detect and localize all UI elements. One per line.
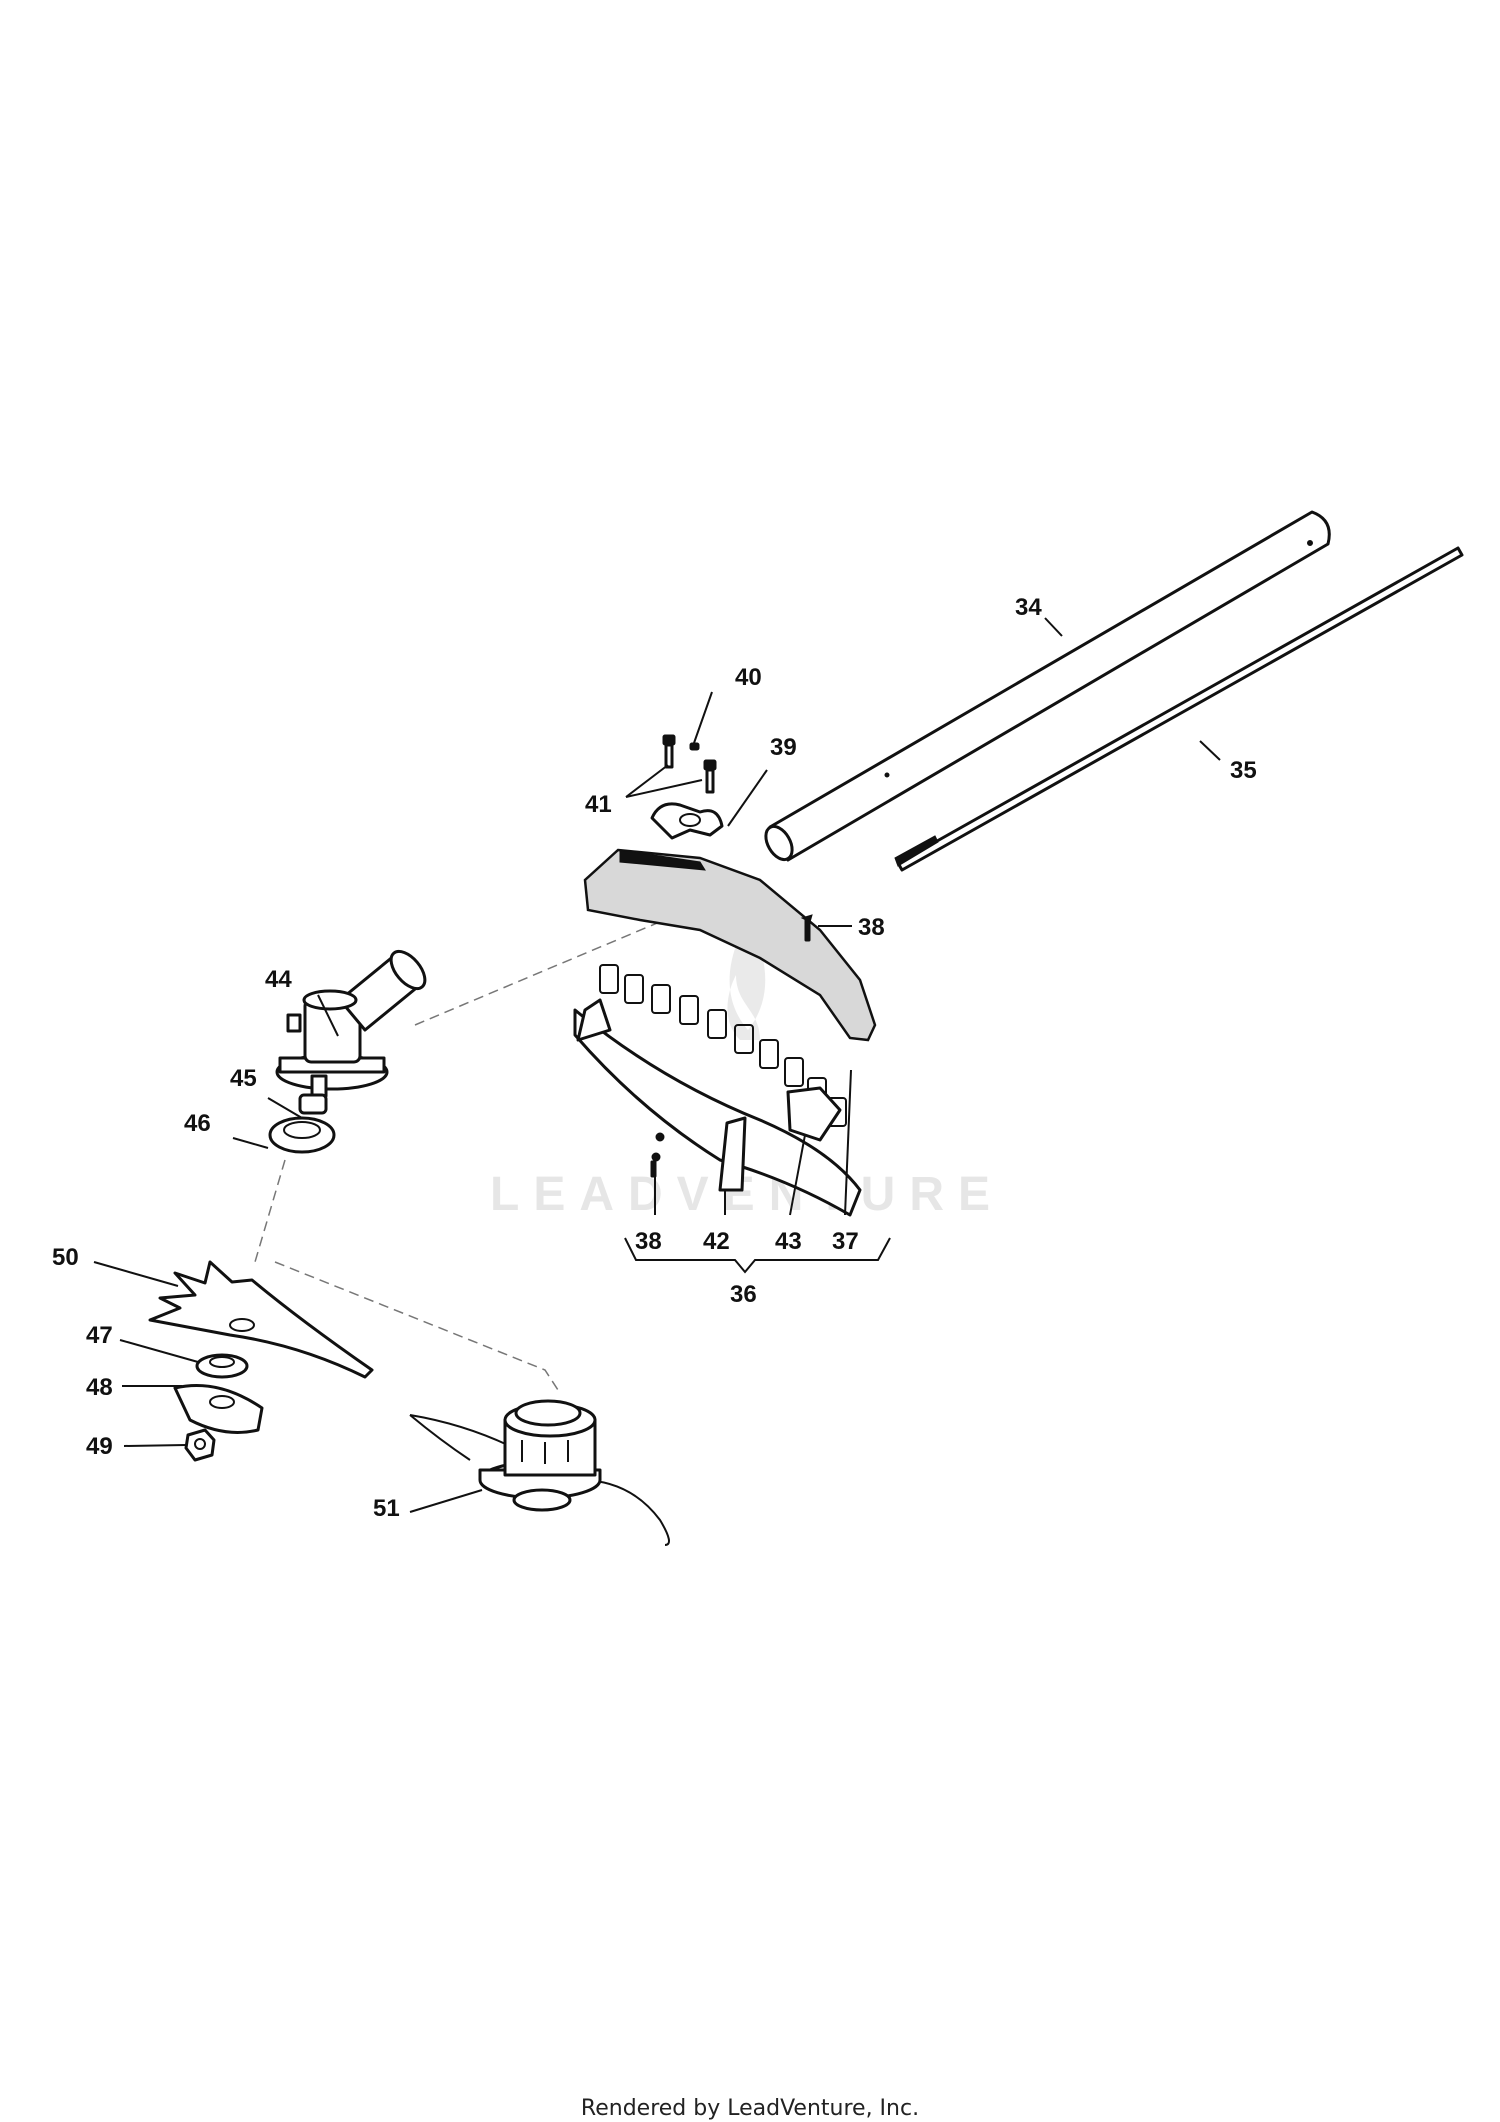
callout-37: 37	[832, 1228, 859, 1255]
part-34-shaft-tube[interactable]	[760, 510, 1331, 864]
leader-lines	[93, 617, 1221, 1513]
footer-credit: Rendered by LeadVenture, Inc.	[580, 2096, 920, 2121]
callout-41: 41	[585, 791, 612, 818]
callout-42: 42	[703, 1228, 730, 1255]
callout-38-upper: 38	[858, 914, 885, 941]
part-35-drive-cable[interactable]	[894, 546, 1464, 872]
part-51-trimmer-head[interactable]	[409, 1399, 670, 1546]
part-46-washer[interactable]	[268, 1116, 336, 1154]
callout-49: 49	[86, 1433, 113, 1460]
watermark: LEADVENTURE	[490, 920, 1004, 1221]
part-45-bushing[interactable]	[298, 1093, 328, 1115]
callout-48: 48	[86, 1374, 113, 1401]
callout-51: 51	[373, 1495, 400, 1522]
callout-34: 34	[1015, 594, 1042, 621]
part-44-gear-head[interactable]	[275, 945, 431, 1098]
callout-43: 43	[775, 1228, 802, 1255]
part-39-clamp[interactable]	[650, 802, 724, 840]
part-40-41-screws[interactable]	[662, 734, 717, 794]
part-42-guard-plate[interactable]	[718, 1116, 747, 1192]
part-47-adaptor[interactable]	[195, 1353, 249, 1379]
watermark-text: LEADVENTURE	[490, 1168, 1004, 1221]
part-49-nut[interactable]	[184, 1428, 216, 1462]
callout-46: 46	[184, 1110, 211, 1137]
callout-38-lower: 38	[635, 1228, 662, 1255]
callout-44: 44	[265, 966, 292, 993]
part-48-cup-washer[interactable]	[173, 1384, 264, 1434]
callout-40: 40	[735, 664, 762, 691]
callout-39: 39	[770, 734, 797, 761]
part-37-guard[interactable]	[573, 848, 877, 1217]
callout-50: 50	[52, 1244, 79, 1271]
callout-labels: 34 35 36 37 38 38 39 40 41 42 43 44 45 4…	[52, 594, 1257, 1522]
callout-47: 47	[86, 1322, 113, 1349]
callout-35: 35	[1230, 757, 1257, 784]
part-50-blade[interactable]	[148, 1260, 374, 1379]
callout-45: 45	[230, 1065, 257, 1092]
callout-36: 36	[730, 1281, 757, 1308]
